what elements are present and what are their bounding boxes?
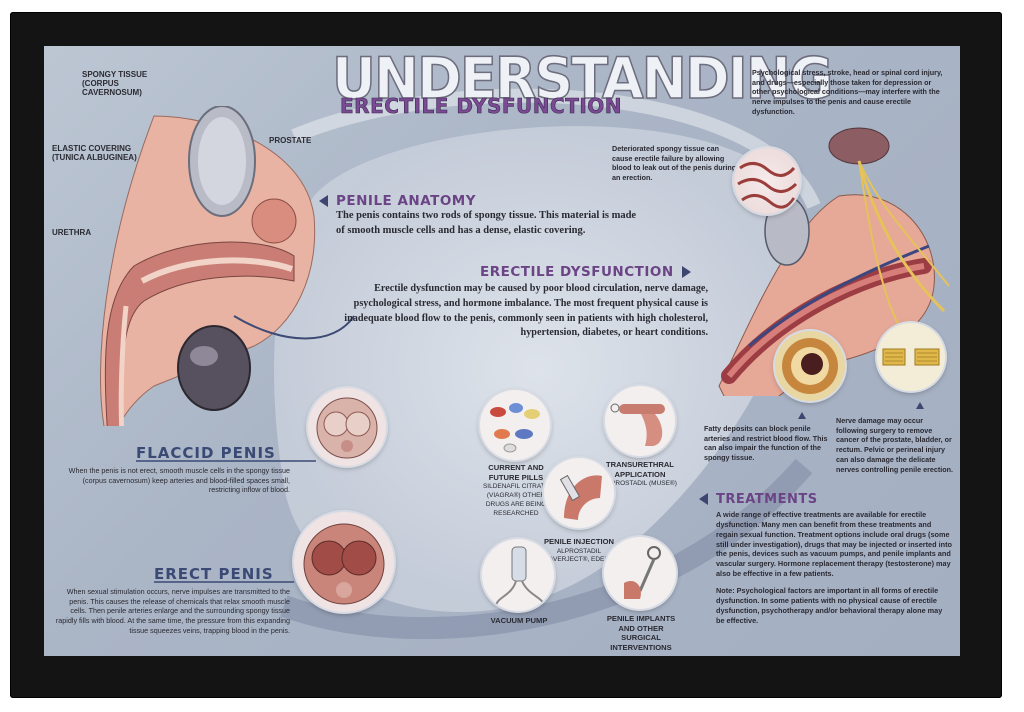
- fatty-artery-detail-circle: [775, 331, 845, 401]
- erect-underline: [154, 581, 294, 583]
- injection-detail: ALPROSTADIL (CAVERJECT®, EDEX®): [542, 547, 616, 564]
- left-arrow-icon: [319, 194, 328, 207]
- pills-detail: SILDENAFIL CITRATE (VIAGRA®) OTHER DRUGS…: [482, 483, 550, 517]
- penile-anatomy-text: The penis contains two rods of spongy ti…: [336, 210, 637, 236]
- vacuum-pump-caption: VACUUM PUMP: [478, 616, 560, 626]
- deteriorated-tissue-note: Deteriorated spongy tissue can cause ere…: [612, 144, 737, 183]
- pills-circle: [480, 390, 550, 460]
- label-elastic-covering: ELASTIC COVERING (TUNICA ALBUGINEA): [52, 144, 137, 163]
- transurethral-detail: ALPROSTADIL (MUSE®): [603, 480, 677, 488]
- treatments-heading: TREATMENTS: [699, 490, 818, 508]
- erect-cross-section-icon: [303, 523, 385, 605]
- blocked-artery-icon: [782, 338, 838, 394]
- penile-anatomy-illustration: [100, 106, 355, 426]
- treatments-text: A wide range of effective treatments are…: [716, 510, 952, 579]
- penile-anatomy-heading: PENILE ANATOMY: [319, 192, 476, 210]
- injection-circle: [544, 458, 614, 528]
- left-arrow-icon: [699, 492, 708, 505]
- pills-icon: [490, 403, 540, 453]
- transurethral-caption: TRANSURETHRAL APPLICATION ALPROSTADIL (M…: [598, 460, 682, 488]
- pills-title: CURRENT AND FUTURE PILLS: [488, 463, 544, 482]
- nerve-damage-icon: [882, 348, 940, 366]
- fatty-deposits-note: Fatty deposits can block penile arteries…: [704, 424, 828, 463]
- up-arrow-icon: [798, 412, 806, 419]
- spongy-tissue-detail-circle: [734, 148, 800, 214]
- implants-circle: [604, 537, 676, 609]
- vacuum-pump-circle: [482, 539, 554, 611]
- vacuum-pump-title: VACUUM PUMP: [490, 616, 548, 625]
- treatments-note: Note: Psychological factors are importan…: [716, 586, 943, 625]
- spongy-tissue-detail-icon: [737, 162, 798, 209]
- erectile-dysfunction-text: Erectile dysfunction may be caused by po…: [344, 283, 708, 339]
- flaccid-underline: [136, 460, 316, 462]
- transurethral-icon: [610, 403, 665, 446]
- implants-caption: PENILE IMPLANTS AND OTHER SURGICAL INTER…: [598, 614, 684, 653]
- right-arrow-icon: [681, 265, 691, 278]
- title-main: UNDERSTANDING: [331, 46, 834, 112]
- erect-cross-section-circle: [294, 512, 394, 612]
- psychological-note: Psychological stress, stroke, head or sp…: [752, 68, 943, 116]
- vacuum-pump-icon: [495, 546, 545, 606]
- implant-icon: [624, 546, 661, 599]
- erect-penis-heading: ERECT PENIS: [154, 565, 274, 583]
- transurethral-title: TRANSURETHRAL APPLICATION: [606, 460, 674, 479]
- label-urethra: URETHRA: [52, 228, 92, 237]
- erectile-dysfunction-heading: ERECTILE DYSFUNCTION: [480, 263, 691, 281]
- label-prostate: PROSTATE: [269, 136, 312, 145]
- pills-caption: CURRENT AND FUTURE PILLS SILDENAFIL CITR…: [476, 463, 556, 517]
- up-arrow-icon: [916, 402, 924, 409]
- injection-title: PENILE INJECTION: [543, 537, 615, 546]
- transurethral-circle: [605, 386, 675, 456]
- flaccid-cross-section-icon: [316, 397, 378, 459]
- title-subtitle: ERECTILE DYSFUNCTION: [340, 94, 623, 119]
- label-spongy-tissue: SPONGY TISSUE (CORPUS CAVERNOSUM): [82, 70, 148, 98]
- poster-title: UNDERSTANDING: [331, 46, 834, 112]
- nerve-damage-note: Nerve damage may occur following surgery…: [836, 416, 954, 474]
- nerve-detail-circle: [877, 323, 945, 391]
- implants-title: PENILE IMPLANTS AND OTHER SURGICAL INTER…: [606, 614, 676, 652]
- flaccid-penis-text: When the penis is not erect, smooth musc…: [68, 466, 290, 495]
- syringe-icon: [559, 474, 602, 520]
- flaccid-penis-heading: FLACCID PENIS: [136, 444, 276, 462]
- poster: SPONGY TISSUE (CORPUS CAVERNOSUM) ELASTI…: [44, 46, 960, 656]
- flaccid-cross-section-circle: [308, 388, 386, 466]
- erect-penis-text: When sexual stimulation occurs, nerve im…: [55, 587, 290, 635]
- injection-caption: PENILE INJECTION ALPROSTADIL (CAVERJECT®…: [536, 537, 622, 564]
